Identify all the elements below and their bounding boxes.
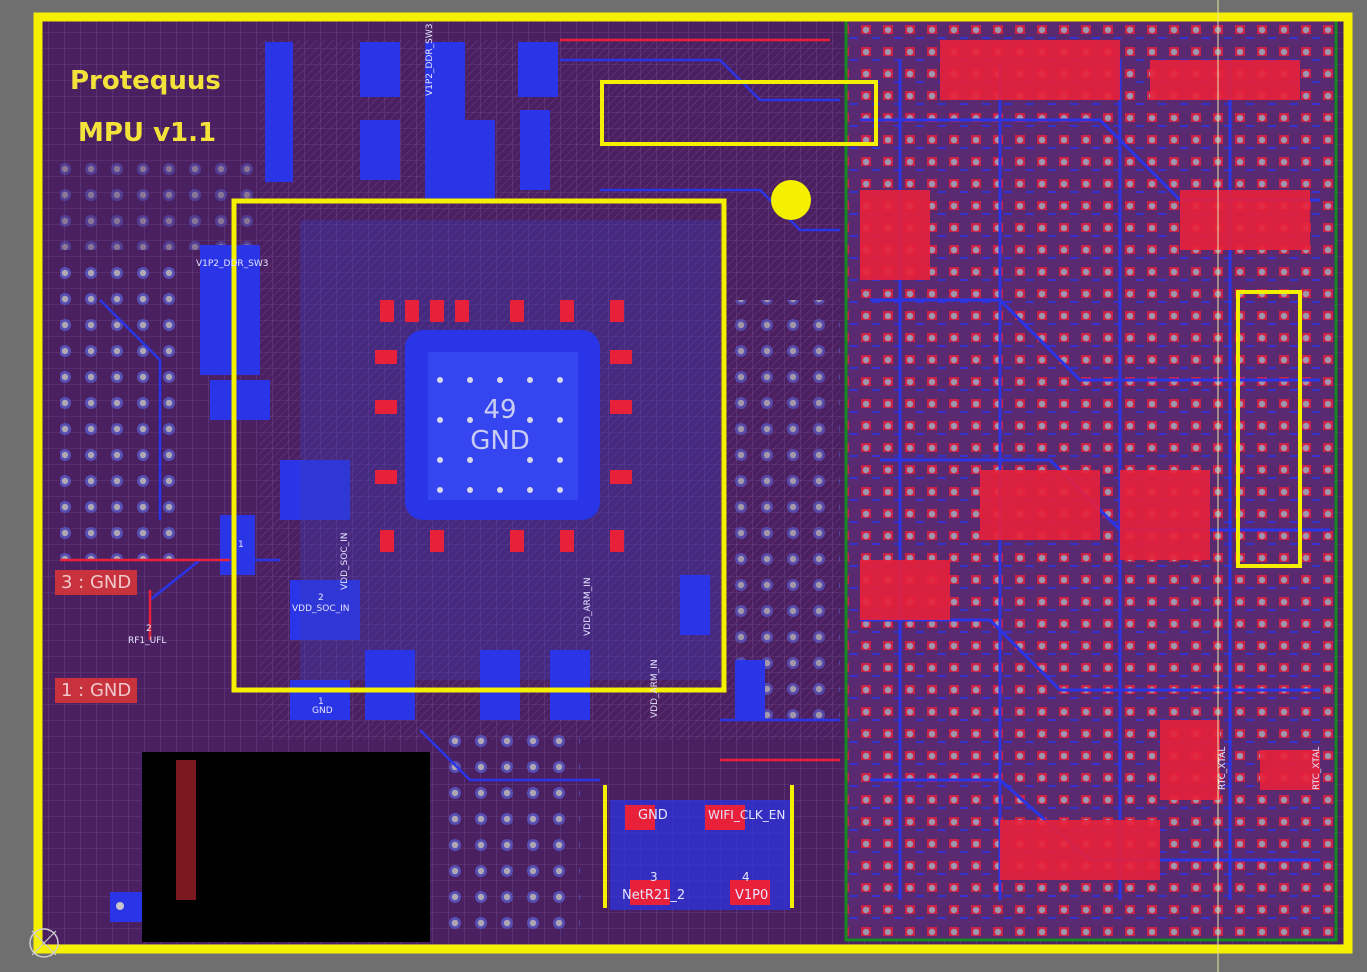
net-label-1-gnd[interactable]: 1 : GND <box>55 678 138 703</box>
pad-label-rtc-xtal-a: RTC_XTAL <box>1218 746 1228 790</box>
chip-pad-number: 49 <box>483 395 517 425</box>
lower-left-via-field <box>440 730 580 930</box>
board-title-line1: Protequus <box>70 66 221 96</box>
right-red-pours <box>860 40 1320 880</box>
pad-label-rtc-xtal-b: RTC_XTAL <box>1312 746 1322 790</box>
pad-label-rf1-ufl: RF1_UFL <box>128 636 167 646</box>
pad-label-v1p0: V1P0 <box>735 888 769 903</box>
chip-pad-net: GND <box>470 426 530 456</box>
connector-silkscreen-right <box>1236 290 1302 568</box>
origin-marker <box>29 928 59 958</box>
top-components <box>265 42 558 200</box>
mpu-chip <box>300 220 720 680</box>
origin-marker-x2 <box>31 930 57 956</box>
pad-label-v1p2-left: V1P2_DDR_SW3 <box>196 259 269 269</box>
mid-red-traces <box>60 38 840 762</box>
pad-label-4: 4 <box>742 870 750 884</box>
pad-label-2-a: 2 <box>146 624 152 634</box>
board-edge <box>33 12 1353 954</box>
middle-via-field <box>730 300 840 720</box>
connector-silkscreen-top <box>600 80 878 146</box>
pad-label-wifi-clk-en: WIFI_CLK_EN <box>708 808 786 822</box>
pad-label-netr21-2: NetR21_2 <box>622 888 686 903</box>
pad-label-gnd-small: GND <box>312 706 333 716</box>
pad-label-gnd-bottom: GND <box>638 808 668 823</box>
pad-label-1-b: 1 <box>318 697 324 707</box>
pad-label-vdd-arm-b: VDD_ARM_IN <box>650 659 660 718</box>
pad-label-vdd-soc-a: VDD_SOC_IN <box>340 532 350 591</box>
pad-label-vdd-soc-b: VDD_SOC_IN <box>292 604 350 614</box>
pad-label-1-a: 1 <box>238 540 244 550</box>
chip-silkscreen <box>231 198 727 693</box>
fiducial-dot <box>771 180 811 220</box>
board-title-line2: MPU v1.1 <box>78 118 217 148</box>
rf-feed <box>176 760 196 900</box>
net-label-3-gnd[interactable]: 3 : GND <box>55 570 138 595</box>
left-components <box>200 245 360 720</box>
pad-label-2-b: 2 <box>318 593 324 603</box>
pad-label-vdd-arm-a: VDD_ARM_IN <box>583 577 593 636</box>
top-left-via-field <box>60 150 260 250</box>
pad-label-v1p2-top: V1P2_DDR_SW3 <box>425 23 435 97</box>
left-via-field <box>60 260 180 560</box>
pad-label-3: 3 <box>650 870 658 884</box>
